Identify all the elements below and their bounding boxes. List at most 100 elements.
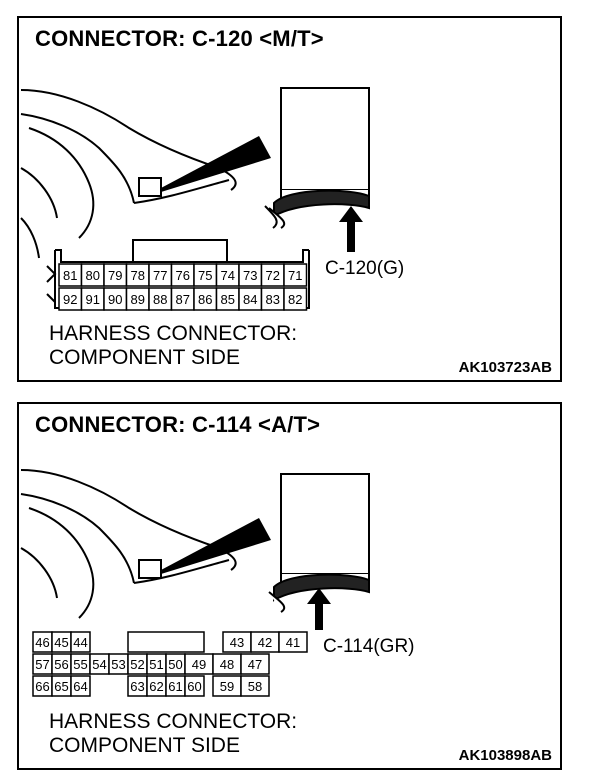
pin-number: 65 [54,679,68,694]
pin-number: 89 [131,292,145,307]
pin-number: 91 [86,292,100,307]
pin-83: 83 [260,287,285,311]
pin-number: 90 [108,292,122,307]
pin-number: 59 [220,679,234,694]
pin-50: 50 [165,653,186,675]
pin-46: 46 [32,631,53,653]
pin-number: 72 [266,268,280,283]
pin-62: 62 [146,675,167,697]
pin-number: 74 [221,268,235,283]
figure-code: AK103723AB [458,359,552,376]
dashboard-illustration [20,469,370,630]
pin-88: 88 [148,287,173,311]
pin-84: 84 [238,287,263,311]
pin-number: 49 [192,657,206,672]
pin-42: 42 [250,631,280,653]
pin-82: 82 [283,287,308,311]
pin-number: 51 [149,657,163,672]
pin-number: 42 [258,635,272,650]
pin-number: 56 [54,657,68,672]
pin-number: 61 [168,679,182,694]
pin-number: 78 [131,268,145,283]
connector-panel-c120: CONNECTOR: C-120 <M/T> [17,16,562,382]
pin-56: 56 [51,653,72,675]
pin-number: 43 [230,635,244,650]
caption-line-2: COMPONENT SIDE [49,734,240,757]
pin-79: 79 [103,263,128,287]
pin-number: 92 [63,292,77,307]
pin-66: 66 [32,675,53,697]
pin-90: 90 [103,287,128,311]
pin-number: 45 [54,635,68,650]
pin-63: 63 [127,675,148,697]
pin-number: 60 [187,679,201,694]
pin-59: 59 [212,675,242,697]
pin-number: 76 [176,268,190,283]
caption-line-1: HARNESS CONNECTOR: [49,322,298,345]
pin-number: 83 [266,292,280,307]
pin-number: 54 [92,657,106,672]
pin-71: 71 [283,263,308,287]
figure-code: AK103898AB [458,747,552,764]
pin-number: 53 [111,657,125,672]
pin-48: 48 [212,653,242,675]
pin-number: 48 [220,657,234,672]
pin-60: 60 [184,675,205,697]
pin-43: 43 [222,631,252,653]
pin-number: 62 [149,679,163,694]
pin-61: 61 [165,675,186,697]
pin-74: 74 [215,263,240,287]
pin-65: 65 [51,675,72,697]
pin-number: 84 [243,292,257,307]
caption-line-1: HARNESS CONNECTOR: [49,710,298,733]
pin-49: 49 [184,653,214,675]
pin-number: 81 [63,268,77,283]
pin-45: 45 [51,631,72,653]
pin-number: 64 [73,679,87,694]
connector-label: C-114(GR) [323,636,415,657]
pin-57: 57 [32,653,53,675]
pin-number: 46 [35,635,49,650]
pin-number: 63 [130,679,144,694]
pin-number: 44 [73,635,87,650]
pin-76: 76 [170,263,195,287]
pin-86: 86 [193,287,218,311]
arrow-up-icon [307,588,331,630]
pin-78: 78 [125,263,150,287]
pin-77: 77 [148,263,173,287]
pin-number: 77 [153,268,167,283]
panel-title: CONNECTOR: C-114 <A/T> [35,412,321,437]
connector-location-marker [138,136,271,197]
pin-number: 87 [176,292,190,307]
pin-73: 73 [238,263,263,287]
pin-87: 87 [170,287,195,311]
pin-number: 57 [35,657,49,672]
pin-41: 41 [278,631,308,653]
connector-location-marker [138,518,271,579]
pin-number: 58 [248,679,262,694]
pin-89: 89 [125,287,150,311]
pin-91: 91 [80,287,105,311]
pin-number: 88 [153,292,167,307]
connector-lock-tab [127,631,205,653]
pin-92: 92 [58,287,83,311]
caption-line-2: COMPONENT SIDE [49,346,240,369]
pin-85: 85 [215,287,240,311]
pin-52: 52 [127,653,148,675]
pin-51: 51 [146,653,167,675]
pin-number: 85 [221,292,235,307]
pin-53: 53 [108,653,129,675]
pin-54: 54 [89,653,110,675]
pin-55: 55 [70,653,91,675]
pin-number: 79 [108,268,122,283]
pin-75: 75 [193,263,218,287]
panel-title: CONNECTOR: C-120 <M/T> [35,26,324,51]
pin-72: 72 [260,263,285,287]
pin-44: 44 [70,631,91,653]
pin-number: 86 [198,292,212,307]
pin-47: 47 [240,653,270,675]
pin-number: 47 [248,657,262,672]
